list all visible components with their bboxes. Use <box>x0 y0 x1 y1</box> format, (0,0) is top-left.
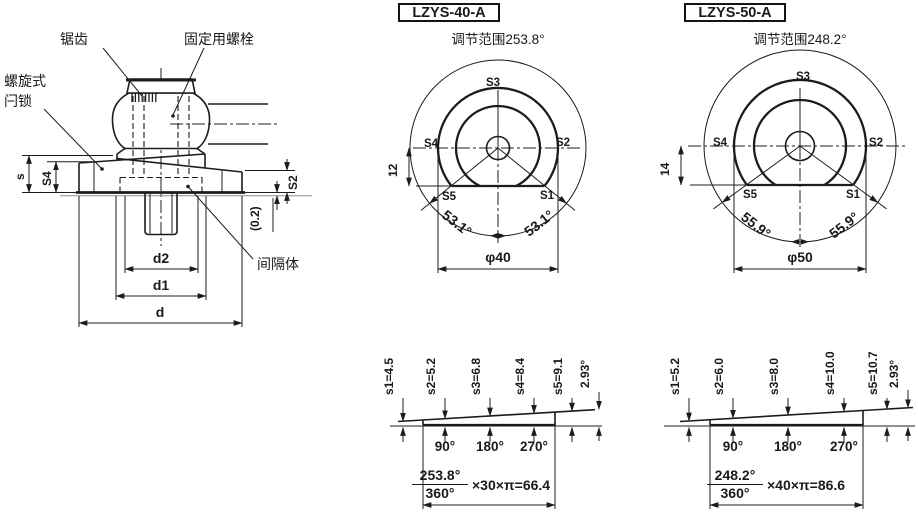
spoke-s2-label: S2 <box>556 137 570 149</box>
spoke-s3-label: S3 <box>486 77 500 89</box>
height-label: s2=5.2 <box>424 358 438 395</box>
dim-s-label: s <box>13 173 27 180</box>
height-label: s3=8.0 <box>767 358 781 395</box>
tick-label: 270° <box>830 439 858 454</box>
dim-offset-50-label: 14 <box>658 162 672 176</box>
dim-diameter-50-label: φ50 <box>787 249 813 265</box>
dim-s2: S2 <box>245 159 300 204</box>
saw-tooth-label: 锯齿 <box>60 31 88 47</box>
dim-d1-label: d1 <box>153 277 170 293</box>
formula-numerator: 253.8° <box>420 467 461 483</box>
angle-left-40-label: 53.1° <box>439 207 475 240</box>
tick-label: 180° <box>476 439 504 454</box>
dim-offset-40-label: 12 <box>386 163 400 177</box>
dim-d: d <box>78 196 243 327</box>
fixing-bolt-label: 固定用螺栓 <box>184 31 254 47</box>
tick-label: 270° <box>520 439 548 454</box>
height-label: s2=6.0 <box>712 358 726 395</box>
formula-expression: ×30×π=66.4 <box>472 477 550 493</box>
inner-circle <box>752 98 848 186</box>
clamp-base <box>76 153 245 194</box>
left-section-view: s S4 S2 (0.2) d2 <box>4 31 312 327</box>
spoke-s5-label: S5 <box>743 189 758 201</box>
slope-label: 2.93° <box>887 360 901 388</box>
callout-saw-tooth: 锯齿 <box>60 31 143 97</box>
ramp-slope-line <box>397 408 596 423</box>
slope-dim-50: 2.93° <box>887 360 911 441</box>
ramp-slope-line <box>679 406 914 423</box>
dim-offset-50: 14 <box>658 145 684 186</box>
dim-d2: d2 <box>124 196 199 273</box>
height-label: s1=5.2 <box>668 358 682 395</box>
spoke-s1-label: S1 <box>846 189 861 201</box>
slope-label: 2.93° <box>578 360 592 388</box>
spiral-latch-label-2: 闩锁 <box>4 93 32 109</box>
height-label: s4=8.4 <box>513 358 527 395</box>
spiral-latch-label-1: 螺旋式 <box>4 73 46 89</box>
tick-label: 90° <box>723 439 743 454</box>
height-dims-40 <box>400 398 575 442</box>
model-40-title: LZYS-40-A <box>398 3 500 22</box>
arc-length-formula-40: 253.8° 360° ×30×π=66.4 <box>412 467 550 501</box>
model-50-range-label: 调节范围248.2° <box>753 32 847 47</box>
profile-50: s1=5.2 s2=6.0 s3=8.0 s4=10.0 s5=10.7 2.9… <box>664 351 915 509</box>
dim-d1: d1 <box>115 196 207 300</box>
handle-bar <box>170 103 280 145</box>
formula-expression: ×40×π=86.6 <box>767 477 845 493</box>
dim-s4: S4 <box>40 161 92 194</box>
dim-gap-label: (0.2) <box>248 206 262 231</box>
dim-gap: (0.2) <box>248 181 280 232</box>
slope-dim-40: 2.93° <box>578 360 602 441</box>
spoke-s4-label: S4 <box>424 138 439 150</box>
height-label: s1=4.5 <box>382 358 396 395</box>
callout-spacer: 间隔体 <box>186 184 299 272</box>
height-label: s5=9.1 <box>551 358 565 395</box>
dim-d2-label: d2 <box>153 250 170 266</box>
spoke-s2-label: S2 <box>869 137 883 149</box>
callout-spiral-latch: 螺旋式 闩锁 <box>4 73 104 171</box>
inner-circle <box>454 104 542 188</box>
arc-length-formula-50: 248.2° 360° ×40×π=86.6 <box>707 467 845 501</box>
height-label: s4=10.0 <box>823 351 837 395</box>
dim-diameter-40: φ40 <box>437 153 559 273</box>
hub-circle <box>485 135 511 161</box>
profile-40: s1=4.5 s2=5.2 s3=6.8 s4=8.4 s5=9.1 2.93°… <box>382 358 602 509</box>
knob-ball <box>111 92 211 150</box>
spoke-s1-label: S1 <box>540 190 555 202</box>
dim-offset-40: 12 <box>386 147 412 187</box>
model-50-title: LZYS-50-A <box>684 3 786 22</box>
dim-d-label: d <box>156 304 165 320</box>
bolt <box>144 192 178 236</box>
height-label: s5=10.7 <box>866 351 880 395</box>
body-circle <box>436 86 560 187</box>
spacer-label: 间隔体 <box>257 256 299 272</box>
tick-label: 180° <box>774 439 802 454</box>
serration-hatch <box>131 93 157 102</box>
body-circle <box>732 78 868 186</box>
height-label: s3=6.8 <box>469 358 483 395</box>
hidden-bolt-lines <box>132 96 190 177</box>
dim-diameter-50: φ50 <box>733 152 867 273</box>
dim-s4-label: S4 <box>40 171 54 186</box>
spoke-s5-label: S5 <box>442 191 457 203</box>
spacer-outline <box>119 176 203 192</box>
callout-fixing-bolt: 固定用螺栓 <box>171 31 254 118</box>
formula-denominator: 360° <box>721 485 750 501</box>
dim-s: s <box>13 154 113 194</box>
height-dims-50 <box>686 398 890 442</box>
model-40-range-label: 调节范围253.8° <box>451 32 545 47</box>
angle-right-50-label: 55.9° <box>826 209 862 242</box>
angle-right-40-label: 53.1° <box>521 207 557 240</box>
formula-denominator: 360° <box>426 485 455 501</box>
top-view-50: 14 φ50 55.9° 55.9° S3 S4 S2 S5 S1 <box>658 49 908 273</box>
formula-numerator: 248.2° <box>715 467 756 483</box>
tick-label: 90° <box>435 439 455 454</box>
spoke-s4-label: S4 <box>713 137 728 149</box>
dim-diameter-40-label: φ40 <box>485 249 511 265</box>
collar <box>116 147 206 168</box>
top-view-40: 12 φ40 53.1° 53.1° S3 S4 S2 S5 S1 <box>386 59 587 273</box>
hub-circle <box>784 130 816 162</box>
dim-s2-label: S2 <box>286 175 300 190</box>
spoke-s3-label: S3 <box>796 71 810 83</box>
